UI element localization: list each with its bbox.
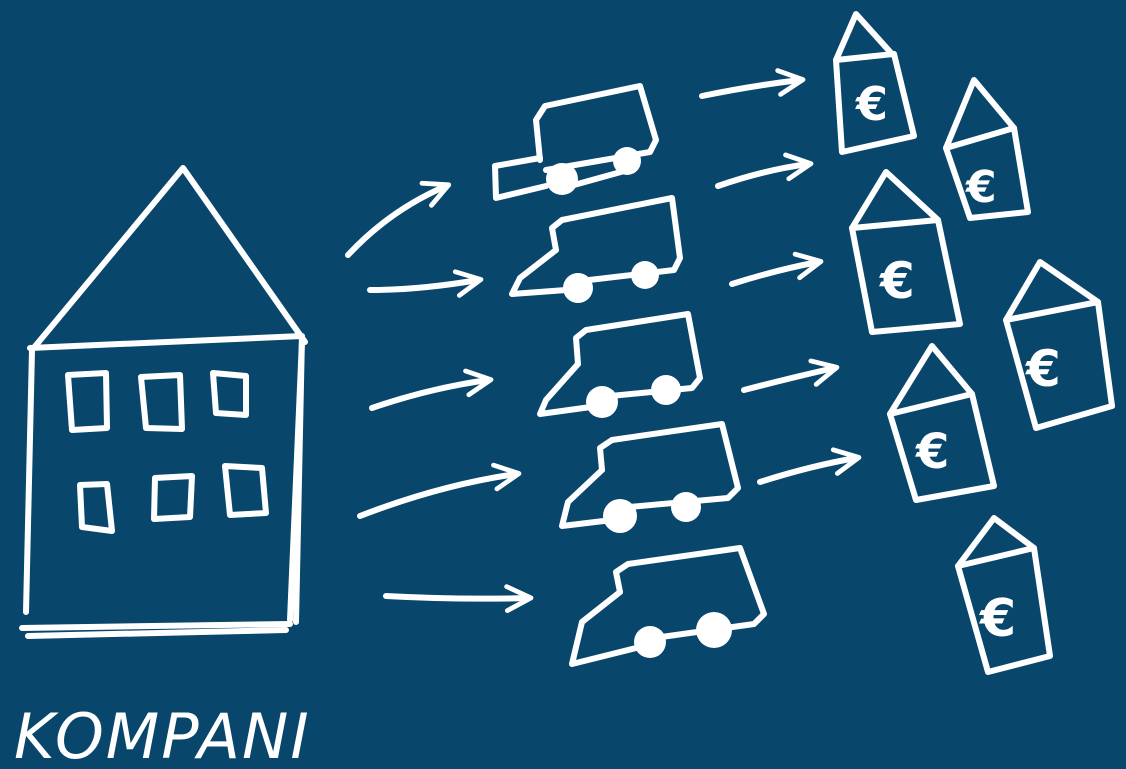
arrows-company-to-trucks [345,180,534,614]
arrow-to-truck-1 [345,180,452,258]
arrows-trucks-to-houses [699,68,862,485]
arrow-to-truck-2 [367,269,484,298]
company-label: KOMPANI [14,700,311,769]
euro-house-3-icon: € [849,169,963,335]
truck-1-icon [492,83,659,201]
euro-symbol: € [1025,340,1061,398]
arrow-to-truck-4 [357,462,522,519]
truck-4-icon [559,421,741,533]
building-windows [65,370,269,534]
euro-house-6-icon: € [955,515,1053,675]
arrow-truck-3-to-house-5 [741,358,840,393]
truck-5-icon [569,545,767,667]
euro-house-1-icon: € [833,11,917,155]
arrow-to-truck-5 [383,584,534,614]
arrow-truck-2-to-house-3 [729,251,824,287]
euro-symbol: € [979,589,1016,649]
arrow-truck-1-to-house-2 [715,152,814,189]
truck-2-icon [509,195,683,303]
euro-symbol: € [965,162,997,213]
arrow-truck-4-to-house-5 [757,447,862,485]
euro-house-2-icon: € [943,77,1031,221]
company-building-icon [19,165,308,639]
euro-house-4-icon: € [1003,259,1115,431]
euro-symbol: € [879,252,915,310]
arrow-truck-1-to-house-1 [699,68,806,99]
arrow-to-truck-3 [369,368,494,411]
truck-3-icon [537,311,703,418]
euro-symbol: € [855,77,888,131]
euro-house-5-icon: € [887,343,997,503]
euro-symbol: € [915,424,949,480]
